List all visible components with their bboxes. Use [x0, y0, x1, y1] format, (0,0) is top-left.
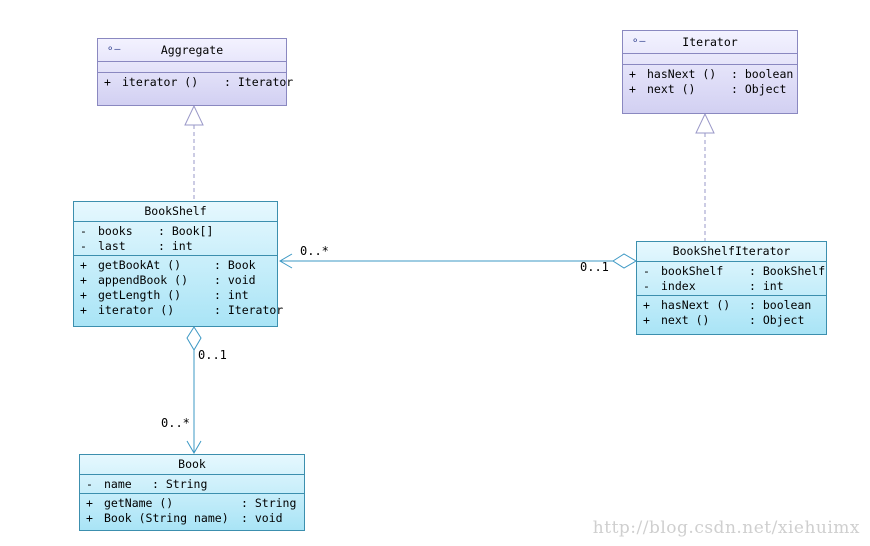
class-iterator[interactable]: ⚬– Iterator +hasNext (): boolean +next (…: [622, 30, 798, 114]
multiplicity-bookshelf-side: 0..*: [300, 244, 329, 258]
operation-row: +iterator (): Iterator: [80, 303, 284, 317]
operation-row: +iterator (): Iterator: [104, 75, 294, 89]
aggregation-diamond-bookshelf: [186, 326, 202, 351]
attributes-section: [623, 54, 797, 65]
attributes-section: [98, 62, 286, 73]
attribute-row: -bookShelf: BookShelf: [643, 264, 826, 278]
realization-arrowhead-iterator: [695, 112, 715, 134]
realization-arrowhead-aggregate: [184, 104, 204, 126]
class-aggregate[interactable]: ⚬– Aggregate +iterator (): Iterator: [97, 38, 294, 106]
multiplicity-shelf-to-book-bottom: 0..*: [161, 416, 190, 430]
class-title: BookShelfIterator: [637, 242, 826, 262]
class-bookshelf[interactable]: BookShelf -books: Book[] -last: int +get…: [73, 201, 284, 327]
class-bookshelf-iterator[interactable]: BookShelfIterator -bookShelf: BookShelf …: [636, 241, 827, 335]
class-title: ⚬– Iterator: [623, 31, 797, 54]
class-book[interactable]: Book -name: String +getName (): String +…: [79, 454, 305, 531]
operation-row: +appendBook (): void: [80, 273, 256, 287]
operation-row: +next (): Object: [643, 313, 805, 327]
operation-row: +hasNext (): boolean: [643, 298, 812, 312]
operation-row: +Book (String name): void: [86, 511, 283, 525]
interface-icon: ⚬–: [631, 36, 646, 47]
attribute-row: -last: int: [80, 239, 193, 253]
operations-section: +hasNext (): boolean +next (): Object: [637, 296, 826, 329]
operations-section: +getName (): String +Book (String name):…: [80, 494, 304, 527]
attribute-row: -name: String: [86, 477, 208, 491]
class-title: BookShelf: [74, 202, 277, 222]
operations-section: +getBookAt (): Book +appendBook (): void…: [74, 256, 284, 319]
operations-section: +hasNext (): boolean +next (): Object: [623, 65, 797, 98]
operations-section: +iterator (): Iterator: [98, 73, 294, 91]
association-arrowhead-book: [186, 440, 202, 454]
association-arrowhead-bookshelf: [279, 253, 293, 269]
watermark: http://blog.csdn.net/xiehuimx: [592, 518, 860, 538]
multiplicity-iterator-side: 0..1: [580, 260, 609, 274]
attributes-section: -bookShelf: BookShelf -index: int: [637, 262, 826, 296]
attributes-section: -name: String: [80, 475, 304, 494]
attributes-section: -books: Book[] -last: int: [74, 222, 277, 256]
aggregation-diamond-iterator: [612, 253, 637, 269]
attribute-row: -books: Book[]: [80, 224, 214, 238]
interface-icon: ⚬–: [106, 44, 121, 55]
operation-row: +hasNext (): boolean: [629, 67, 794, 81]
class-title: Book: [80, 455, 304, 475]
operation-row: +getLength (): int: [80, 288, 249, 302]
class-title: ⚬– Aggregate: [98, 39, 286, 62]
operation-row: +getBookAt (): Book: [80, 258, 256, 272]
operation-row: +getName (): String: [86, 496, 297, 510]
multiplicity-shelf-to-book-top: 0..1: [198, 348, 227, 362]
operation-row: +next (): Object: [629, 82, 787, 96]
attribute-row: -index: int: [643, 279, 784, 293]
